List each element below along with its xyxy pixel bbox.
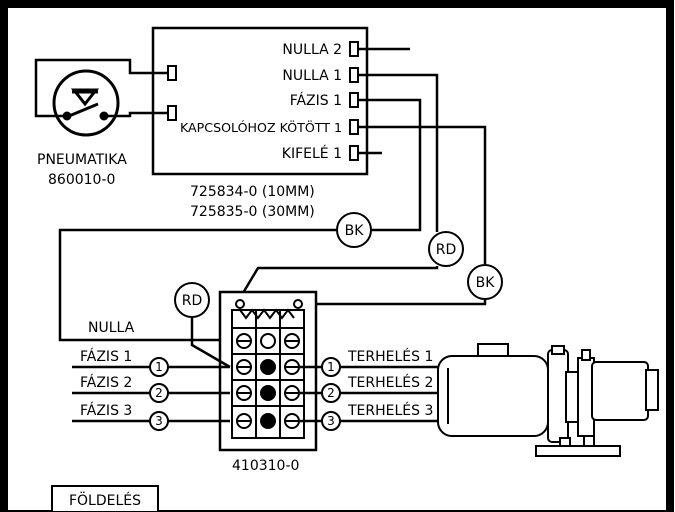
- label-terheles-1: TERHELÉS 1: [347, 348, 433, 365]
- left-number-2: 2: [149, 383, 169, 403]
- label-terheles-3: TERHELÉS 3: [347, 402, 433, 419]
- terminal-kifele: [349, 145, 359, 161]
- label-fazis-1: FÁZIS 1: [80, 348, 132, 365]
- terminal-screws: [236, 333, 300, 429]
- right-load-wires: [300, 365, 440, 423]
- svg-text:RD: RD: [182, 293, 203, 309]
- label-nulla: NULLA: [88, 320, 135, 336]
- label-fazis-3: FÁZIS 3: [80, 402, 132, 419]
- terminal-block-inner: [231, 299, 305, 439]
- terminal-kapcsolohoz: [349, 119, 359, 135]
- left-number-1: 1: [149, 357, 169, 377]
- svg-text:1: 1: [155, 360, 163, 374]
- wire-tag-bk1: BK: [336, 212, 372, 248]
- terminal-pneu-1: [167, 65, 177, 81]
- label-kapcsolohoz: KAPCSOLÓHOZ KÖTÖTT 1: [180, 119, 342, 135]
- terminal-nulla2: [349, 41, 359, 57]
- terminal-block-part: 410310-0: [232, 458, 299, 474]
- pump-motor-icon: [437, 343, 659, 457]
- label-nulla1: NULLA 1: [282, 68, 342, 84]
- svg-text:2: 2: [327, 386, 335, 400]
- label-fazis1: FÁZIS 1: [290, 92, 342, 109]
- wire-tag-bk2: BK: [467, 264, 503, 300]
- part-number-30mm: 725835-0 (30MM): [190, 204, 315, 220]
- pneumatika-part: 860010-0: [48, 172, 115, 188]
- svg-text:2: 2: [155, 386, 163, 400]
- svg-text:3: 3: [327, 414, 335, 428]
- svg-text:RD: RD: [436, 242, 457, 258]
- svg-text:BK: BK: [345, 223, 365, 239]
- pneumatic-switch-symbol: [52, 69, 120, 137]
- label-fazis-2: FÁZIS 2: [80, 374, 132, 391]
- terminal-fazis1: [349, 92, 359, 108]
- foldeles-box: [51, 485, 159, 512]
- part-number-10mm: 725834-0 (10MM): [190, 184, 315, 200]
- left-supply-wires: [72, 365, 230, 423]
- label-nulla2: NULLA 2: [282, 42, 342, 58]
- right-number-2: 2: [321, 383, 341, 403]
- svg-text:1: 1: [327, 360, 335, 374]
- left-number-3: 3: [149, 411, 169, 431]
- wire-tag-rd1: RD: [428, 231, 464, 267]
- terminal-pneu-2: [167, 105, 177, 121]
- svg-text:BK: BK: [476, 275, 496, 291]
- terminal-nulla1: [349, 67, 359, 83]
- right-number-1: 1: [321, 357, 341, 377]
- pneumatic-wires: [34, 58, 168, 118]
- pneumatika-label: PNEUMATIKA: [37, 152, 127, 168]
- right-number-3: 3: [321, 411, 341, 431]
- foldeles-label: FÖLDELÉS: [69, 491, 141, 509]
- svg-text:3: 3: [155, 414, 163, 428]
- label-terheles-2: TERHELÉS 2: [347, 374, 433, 391]
- label-kifele: KIFELÉ 1: [282, 145, 342, 162]
- wire-tag-rd2: RD: [174, 282, 231, 369]
